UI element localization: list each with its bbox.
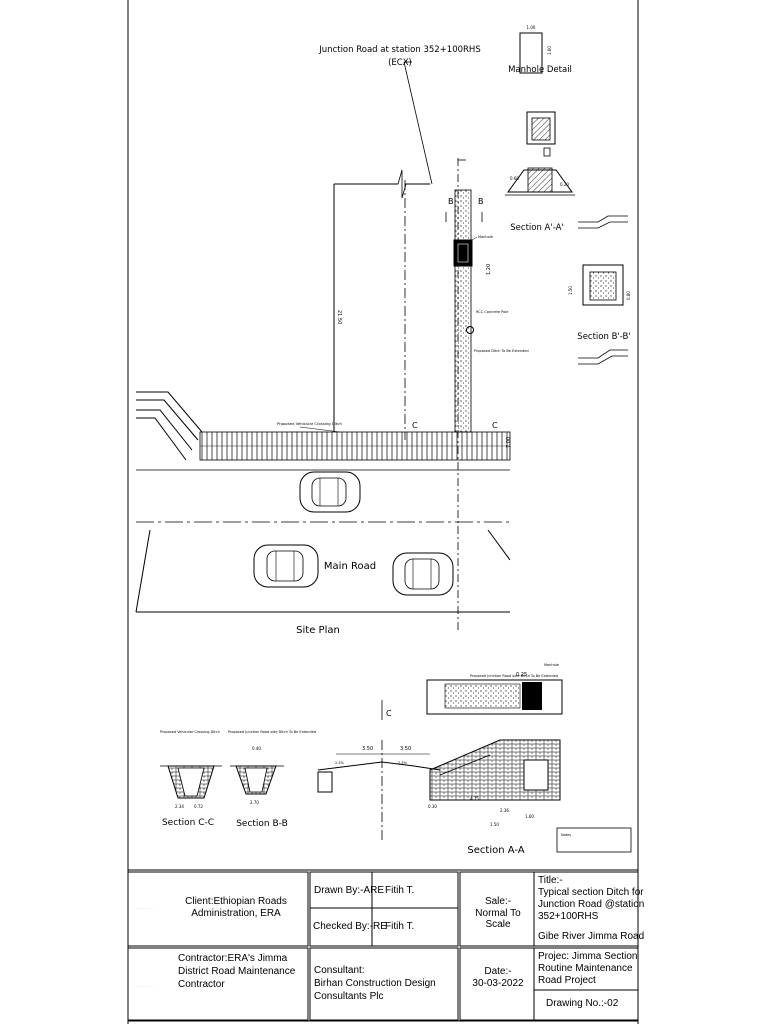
scale-line1: Sale:- [484, 896, 512, 907]
section-aa: Proposed Junction Road side Ditch To Be … [317, 663, 632, 856]
car-3 [392, 552, 454, 596]
dim-2-34: 2.34 [175, 804, 184, 809]
client-logo-text: · · · · · · · · · · [136, 906, 154, 910]
dim-0-30: 0.30 [428, 804, 437, 809]
manhole-note: Manhole [478, 235, 493, 239]
dim-b-side-right: 0.80 [626, 291, 631, 300]
title-line1: Title:- [538, 875, 563, 886]
title-line3: Junction Road @station [538, 899, 645, 910]
slope-right: 2.5% [398, 761, 408, 765]
dim-manhole-side: 1.60 [547, 46, 552, 55]
drawn-by: Drawn By:-ARE [314, 885, 385, 896]
contractor-line3: Contractor [178, 979, 225, 990]
title-block-grid [127, 871, 639, 1021]
section-note-concrete: Proposed Junction Road side Ditch To Be … [470, 674, 558, 678]
bb-note: Proposed Junction Road side Ditch To Be … [228, 730, 316, 734]
checked-name: Fitih T. [385, 921, 415, 932]
section-bb-small-label: Section B'-B' [577, 332, 630, 342]
vehicular-crossing-label: Proposed Vehicular Crossing Ditch [277, 421, 342, 426]
dim-0-50: 0.60 [510, 176, 519, 181]
dim-2-36: 2.36 [500, 808, 509, 813]
section-bb-label: Section B-B [236, 819, 288, 829]
project-line2: Routine Maintenance [538, 963, 633, 974]
junction-label-ecx: (ECX) [388, 58, 412, 68]
title-line4: 352+100RHS [538, 911, 599, 922]
drawn-name: Fitih T. [385, 885, 415, 896]
concrete-pole-label: RCC Concrete Pole [476, 310, 508, 314]
car-1 [299, 471, 361, 513]
sheet-border [127, 0, 639, 1024]
dim-3-50-right: 3.50 [400, 746, 411, 752]
dim-1-60-sec: 1.60 [525, 814, 534, 819]
section-aa-small-label: Section A'-A' [510, 223, 563, 233]
mark-b-left: B [448, 197, 454, 206]
manhole-detail-label: Manhole Detail [508, 65, 572, 75]
dim-b-side: 1.50 [568, 286, 573, 295]
notes-label: Notes [561, 833, 571, 837]
client-line2: Administration, ERA [191, 908, 281, 919]
section-manhole-note: Manhole [544, 663, 559, 667]
dim-4-15: 4.15 [470, 796, 479, 801]
date-line1: Date:- [484, 966, 512, 977]
date-line2: 30-03-2022 [472, 978, 524, 989]
dim-1-50-sec: 1.50 [490, 822, 499, 827]
dim-2-70: 2.70 [250, 800, 259, 805]
project-line3: Road Project [538, 975, 596, 986]
consultant-logo-text: · · · · · · [425, 983, 436, 987]
title-line5: Gibe River Jimma Road [538, 931, 645, 942]
mark-c-right: C [492, 421, 498, 430]
proposed-ditch-label: Proposed Ditch To Be Extended [474, 349, 529, 353]
cc-note: Proposed Vehicular Crossing Ditch [160, 730, 220, 734]
dim-0-20: 0.20 [560, 182, 569, 187]
car-2 [253, 544, 319, 588]
manhole-detail: Manhole Detail 1.00 1.60 0.60 0.20 Secti… [505, 25, 631, 365]
title-line2: Typical section Ditch for [538, 887, 644, 898]
section-cc-label: Section C-C [162, 818, 214, 828]
dim-0-72: 0.72 [194, 804, 203, 809]
dim-3-50-left: 3.50 [362, 746, 373, 752]
mark-c-left: C [412, 421, 418, 430]
mark-b-right: B [478, 197, 484, 206]
consultant-line1: Consultant: [314, 965, 365, 976]
checked-by: Checked By:-RE [313, 921, 387, 932]
dim-manhole-top: 1.00 [527, 25, 536, 30]
scale-line2: Normal To Scale [475, 908, 521, 930]
consultant-line3: Consultants Plc [314, 991, 384, 1002]
mark-c-section: C [386, 709, 392, 718]
dim-0-40: 0.40 [252, 746, 261, 751]
project-line1: Projec: Jimma Section [538, 951, 638, 962]
junction-label: Junction Road at station 352+100RHS [318, 45, 480, 55]
section-bb: Proposed Junction Road side Ditch To Be … [228, 730, 316, 829]
site-plan-label: Site Plan [296, 625, 340, 636]
section-aa-label: Section A-A [467, 845, 524, 856]
section-cc: Proposed Vehicular Crossing Ditch 2.34 0… [160, 730, 222, 828]
contractor-line1: Contractor:ERA's Jimma [178, 953, 288, 964]
slope-left: 2.5% [335, 761, 345, 765]
contractor-logo-text: · · · · · · · · · · [136, 984, 154, 988]
site-plan: Junction Road at station 352+100RHS (ECX… [135, 45, 529, 636]
dim-junction-width: 1.20 [486, 264, 492, 275]
consultant-line2: Birhan Construction Design [314, 978, 436, 989]
contractor-line2: District Road Maintenance [178, 966, 296, 977]
dim-0-25: 0.25 [516, 672, 527, 678]
main-road-label: Main Road [324, 561, 376, 572]
drawing-number: Drawing No.:-02 [546, 998, 619, 1009]
dim-21-50: 21.50 [336, 310, 342, 324]
client-line1: Client:Ethiopian Roads [185, 896, 287, 907]
